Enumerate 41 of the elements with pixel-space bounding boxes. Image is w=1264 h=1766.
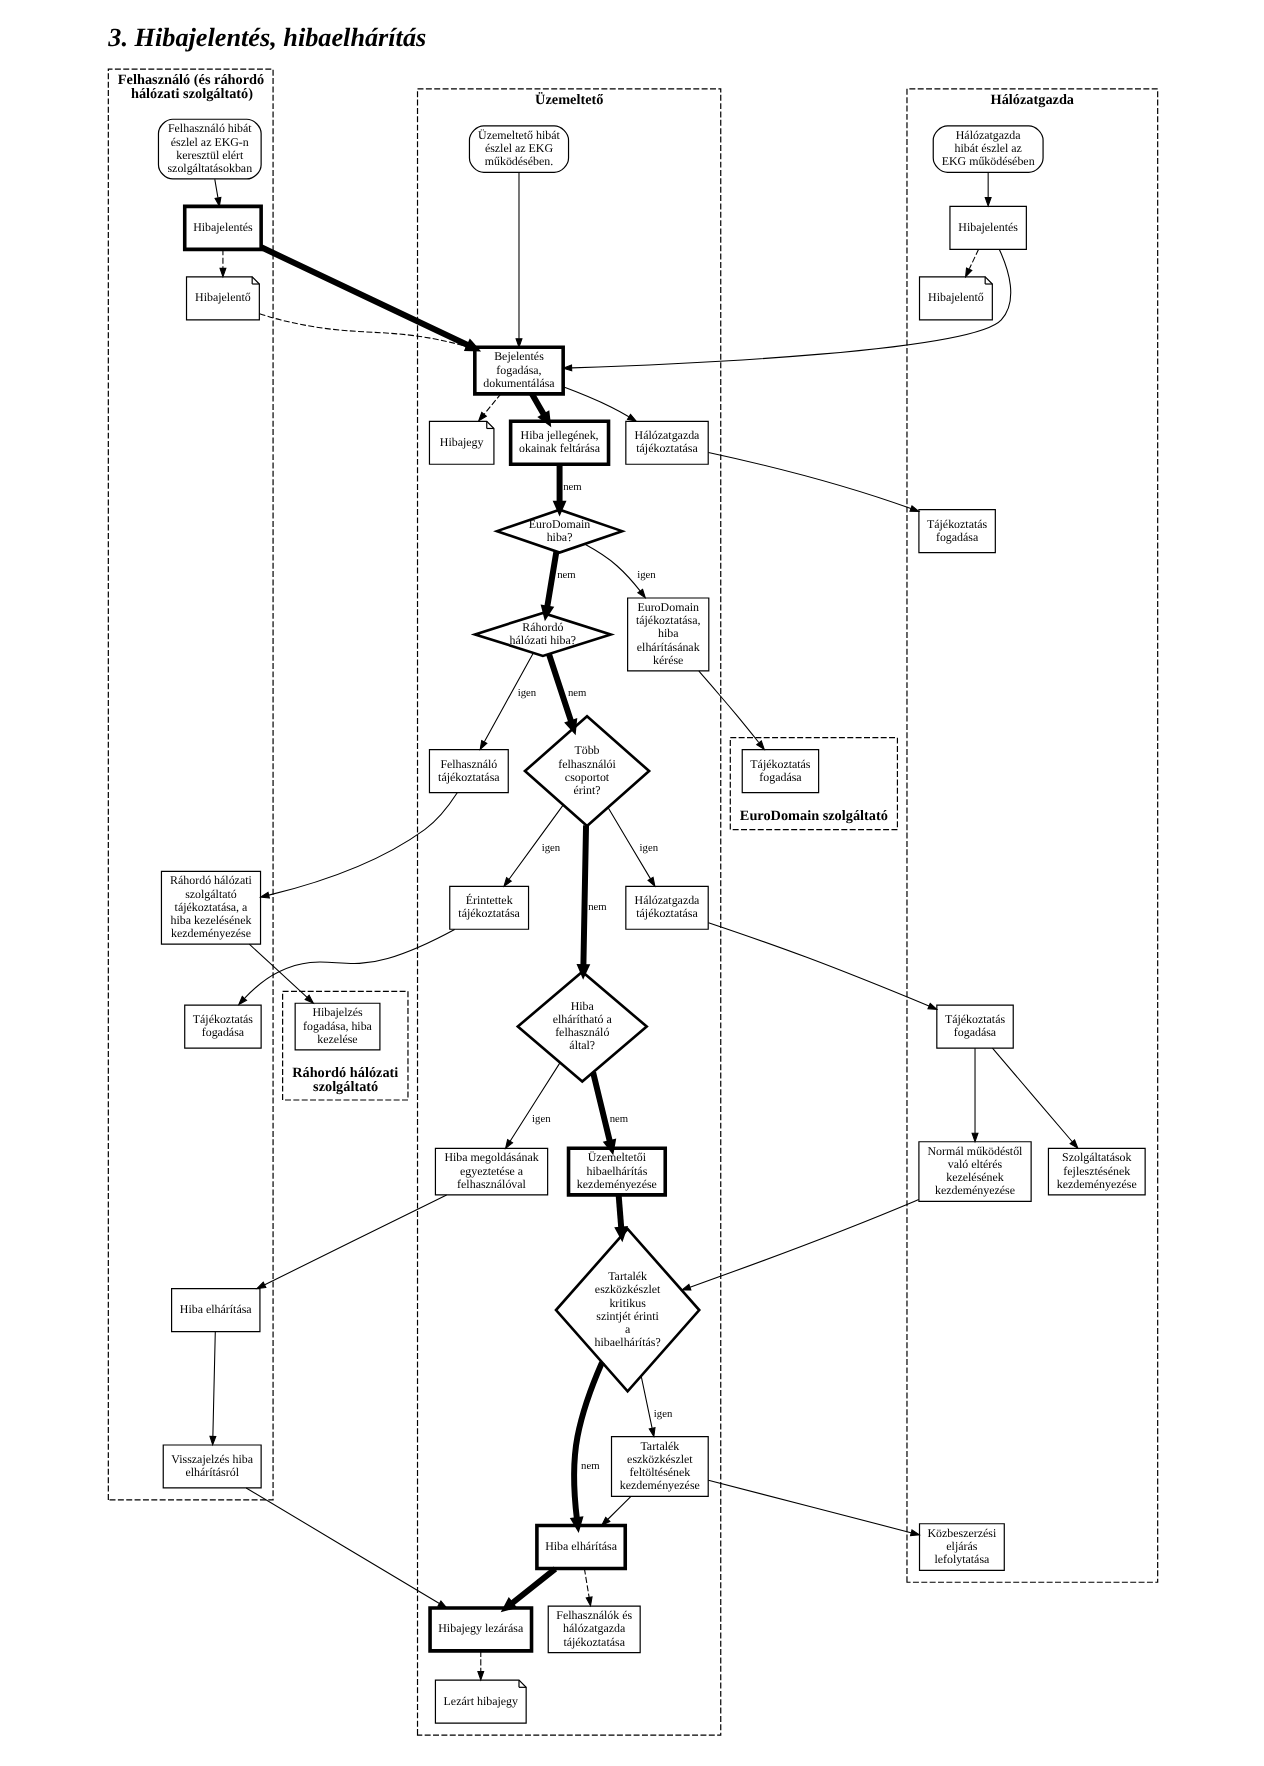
- arrow: [208, 1331, 216, 1447]
- arrow: [499, 1566, 557, 1613]
- arrow: [259, 244, 481, 352]
- arrow: [247, 943, 314, 1005]
- arrow: [679, 1198, 919, 1291]
- arrow: [514, 171, 522, 349]
- arrow: [990, 1047, 1078, 1150]
- arrow: [568, 1361, 604, 1533]
- arrow: [706, 1479, 920, 1537]
- arrow: [606, 807, 655, 888]
- arrow: [582, 1568, 592, 1608]
- arrow: [639, 1375, 655, 1439]
- arrow: [575, 825, 590, 980]
- arrow: [551, 464, 566, 517]
- arrow: [706, 451, 920, 512]
- arrow: [963, 248, 979, 279]
- arrow: [583, 543, 646, 599]
- arrow: [697, 670, 765, 751]
- arrow: [503, 1062, 560, 1150]
- arrow: [528, 392, 551, 428]
- arrow: [218, 248, 226, 279]
- arrow: [589, 1071, 616, 1156]
- arrow: [476, 1650, 484, 1682]
- arrow: [478, 652, 533, 751]
- arrow: [613, 1194, 628, 1243]
- arrow: [983, 171, 991, 208]
- arrow: [706, 922, 938, 1010]
- arrow: [213, 178, 221, 208]
- arrow: [539, 551, 559, 622]
- arrow: [560, 248, 1011, 372]
- arrow: [254, 1194, 447, 1290]
- arrow: [561, 386, 637, 422]
- arrow: [258, 792, 457, 899]
- diagram-title: 3. Hibajelentés, hibaelhárítás: [107, 21, 426, 52]
- arrow: [545, 653, 577, 736]
- arrow: [236, 928, 455, 1006]
- arrow: [502, 804, 563, 888]
- arrow: [244, 1487, 447, 1609]
- arrow: [599, 1495, 631, 1527]
- arrow: [476, 393, 501, 423]
- arrow: [970, 1047, 978, 1144]
